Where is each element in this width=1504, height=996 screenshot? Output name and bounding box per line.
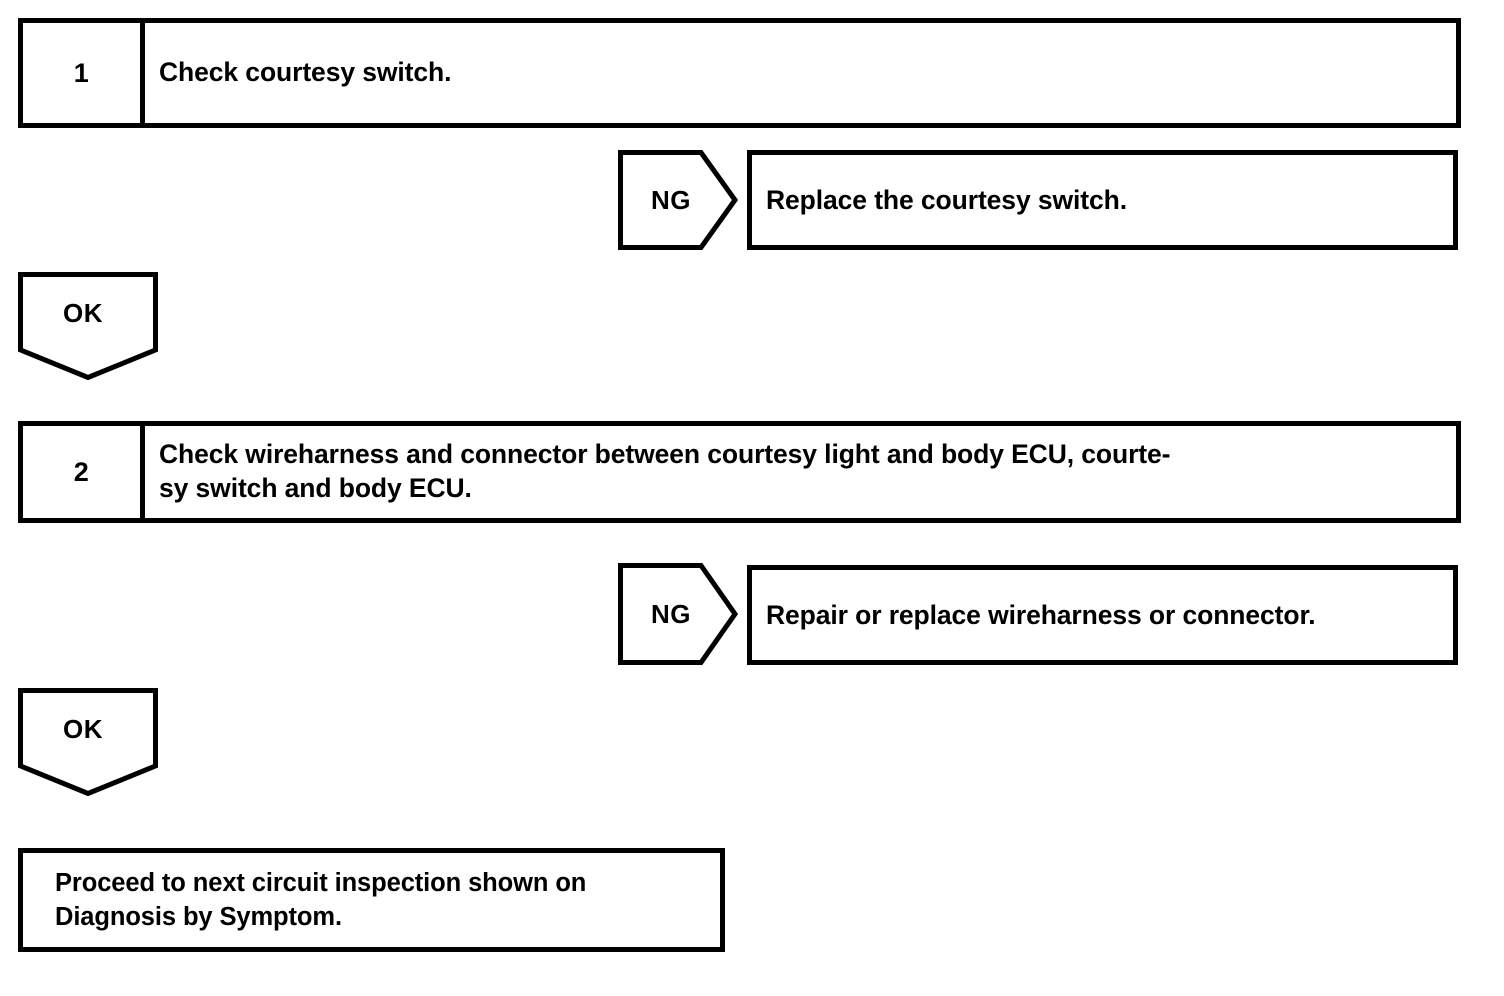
terminal-box-line-1: Proceed to next circuit inspection shown… [55,869,587,897]
ng-result-box-1-text: Replace the courtesy switch. [766,184,1127,215]
ok-arrow-2-shape [18,688,158,796]
step-number-1: 1 [23,23,145,123]
ok-arrow-1: OK [18,272,158,380]
ng-arrow-1-shape [618,150,738,250]
ng-result-box-2: Repair or replace wireharness or connect… [747,565,1458,665]
step-text-1-line-1: Check courtesy switch. [159,57,452,88]
step-number-2: 2 [23,426,145,518]
ok-arrow-1-label: OK [63,298,103,328]
step-text-2-line-2: sy switch and body ECU. [159,473,472,503]
ng-result-box-1: Replace the courtesy switch. [747,150,1458,250]
step-text-2: Check wireharness and connector between … [145,426,1456,518]
ok-arrow-1-shape [18,272,158,380]
ng-arrow-1-label: NG [651,184,691,215]
step-text-1: Check courtesy switch. [145,23,1456,123]
ng-arrow-2-shape [618,563,738,665]
step-box-1: 1 Check courtesy switch. [18,18,1461,128]
terminal-box: Proceed to next circuit inspection shown… [18,848,725,952]
terminal-box-line-2: Diagnosis by Symptom. [55,902,342,931]
ok-arrow-2-label: OK [63,714,103,744]
step-text-2-line-1: Check wireharness and connector between … [159,439,1171,470]
ok-arrow-2: OK [18,688,158,796]
step-box-2: 2 Check wireharness and connector betwee… [18,421,1461,523]
ng-arrow-2: NG [618,563,738,665]
ng-result-box-2-text: Repair or replace wireharness or connect… [766,599,1316,630]
ng-arrow-1: NG [618,150,738,250]
ng-arrow-2-label: NG [651,598,691,629]
